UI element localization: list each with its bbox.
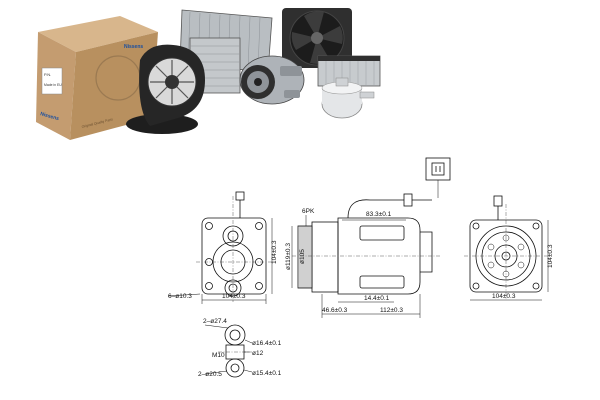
dim-height-104: 104±0.3: [271, 240, 278, 264]
box-brand-side: Nissens: [39, 111, 59, 122]
front-view: 104±0.3 104±0.3 6–ø10.3: [167, 191, 278, 304]
connector-detail: [425, 157, 451, 181]
receiver-drier: [321, 77, 375, 119]
front-body-outline: [201, 217, 267, 295]
product-photo: P.N. Made in EU Nissens Nissens Original…: [36, 8, 381, 140]
dim-belt-6pk: 6PK: [302, 208, 315, 215]
dim-len-112: 112±0.3: [380, 307, 403, 314]
dim-port-d164: ø16.4±0.1: [252, 340, 282, 347]
heater-core: [317, 55, 381, 87]
dim-right-height: 104±0.3: [547, 244, 554, 268]
box-side-text: Original Quality Parts: [81, 117, 113, 129]
dim-port-d154: ø15.4±0.1: [252, 370, 282, 377]
blower-fan: [126, 44, 205, 134]
box-brand-top: Nissens: [124, 44, 143, 50]
side-body-outline: [337, 217, 421, 295]
box-label-code: P.N.: [44, 72, 51, 77]
dim-dia-119: ø119±0.3: [285, 243, 292, 270]
port-bottom: [225, 358, 245, 378]
dim-len-83: 83.3±0.1: [366, 211, 392, 218]
front-connector: [235, 191, 245, 201]
box-label-lines: Made in EU: [44, 83, 62, 87]
side-view: 6PK 83.3±0.1 ø119±0.3 ø105 14.4±0.1 46.6…: [285, 157, 451, 318]
ac-compressor: [239, 55, 305, 105]
dim-port-top-count: 2–ø27.4: [203, 318, 227, 325]
technical-drawing: 104±0.3 104±0.3 6–ø10.3 6PK: [167, 157, 554, 378]
dim-mount-holes: 6–ø10.3: [168, 293, 192, 300]
dim-len-14: 14.4±0.1: [364, 295, 390, 302]
dim-len-46: 46.6±0.3: [322, 307, 348, 314]
dim-port-bottom-count: 2–ø20.5: [198, 371, 222, 378]
rear-view: 104±0.3 104±0.3: [464, 195, 554, 301]
box-label: [41, 67, 63, 95]
dim-port-m10: M10: [212, 352, 225, 359]
dim-dia-105: ø105: [299, 249, 306, 264]
dim-port-d12: ø12: [252, 350, 264, 357]
dim-width-104: 104±0.3: [222, 293, 246, 300]
nissens-box: P.N. Made in EU Nissens Nissens Original…: [36, 16, 158, 140]
port-detail: 2–ø27.4 ø16.4±0.1 M10 ø12 2–ø20.5 ø15.4±…: [198, 318, 282, 378]
radiator-fan: [282, 8, 352, 68]
dim-right-width: 104±0.3: [492, 293, 516, 300]
